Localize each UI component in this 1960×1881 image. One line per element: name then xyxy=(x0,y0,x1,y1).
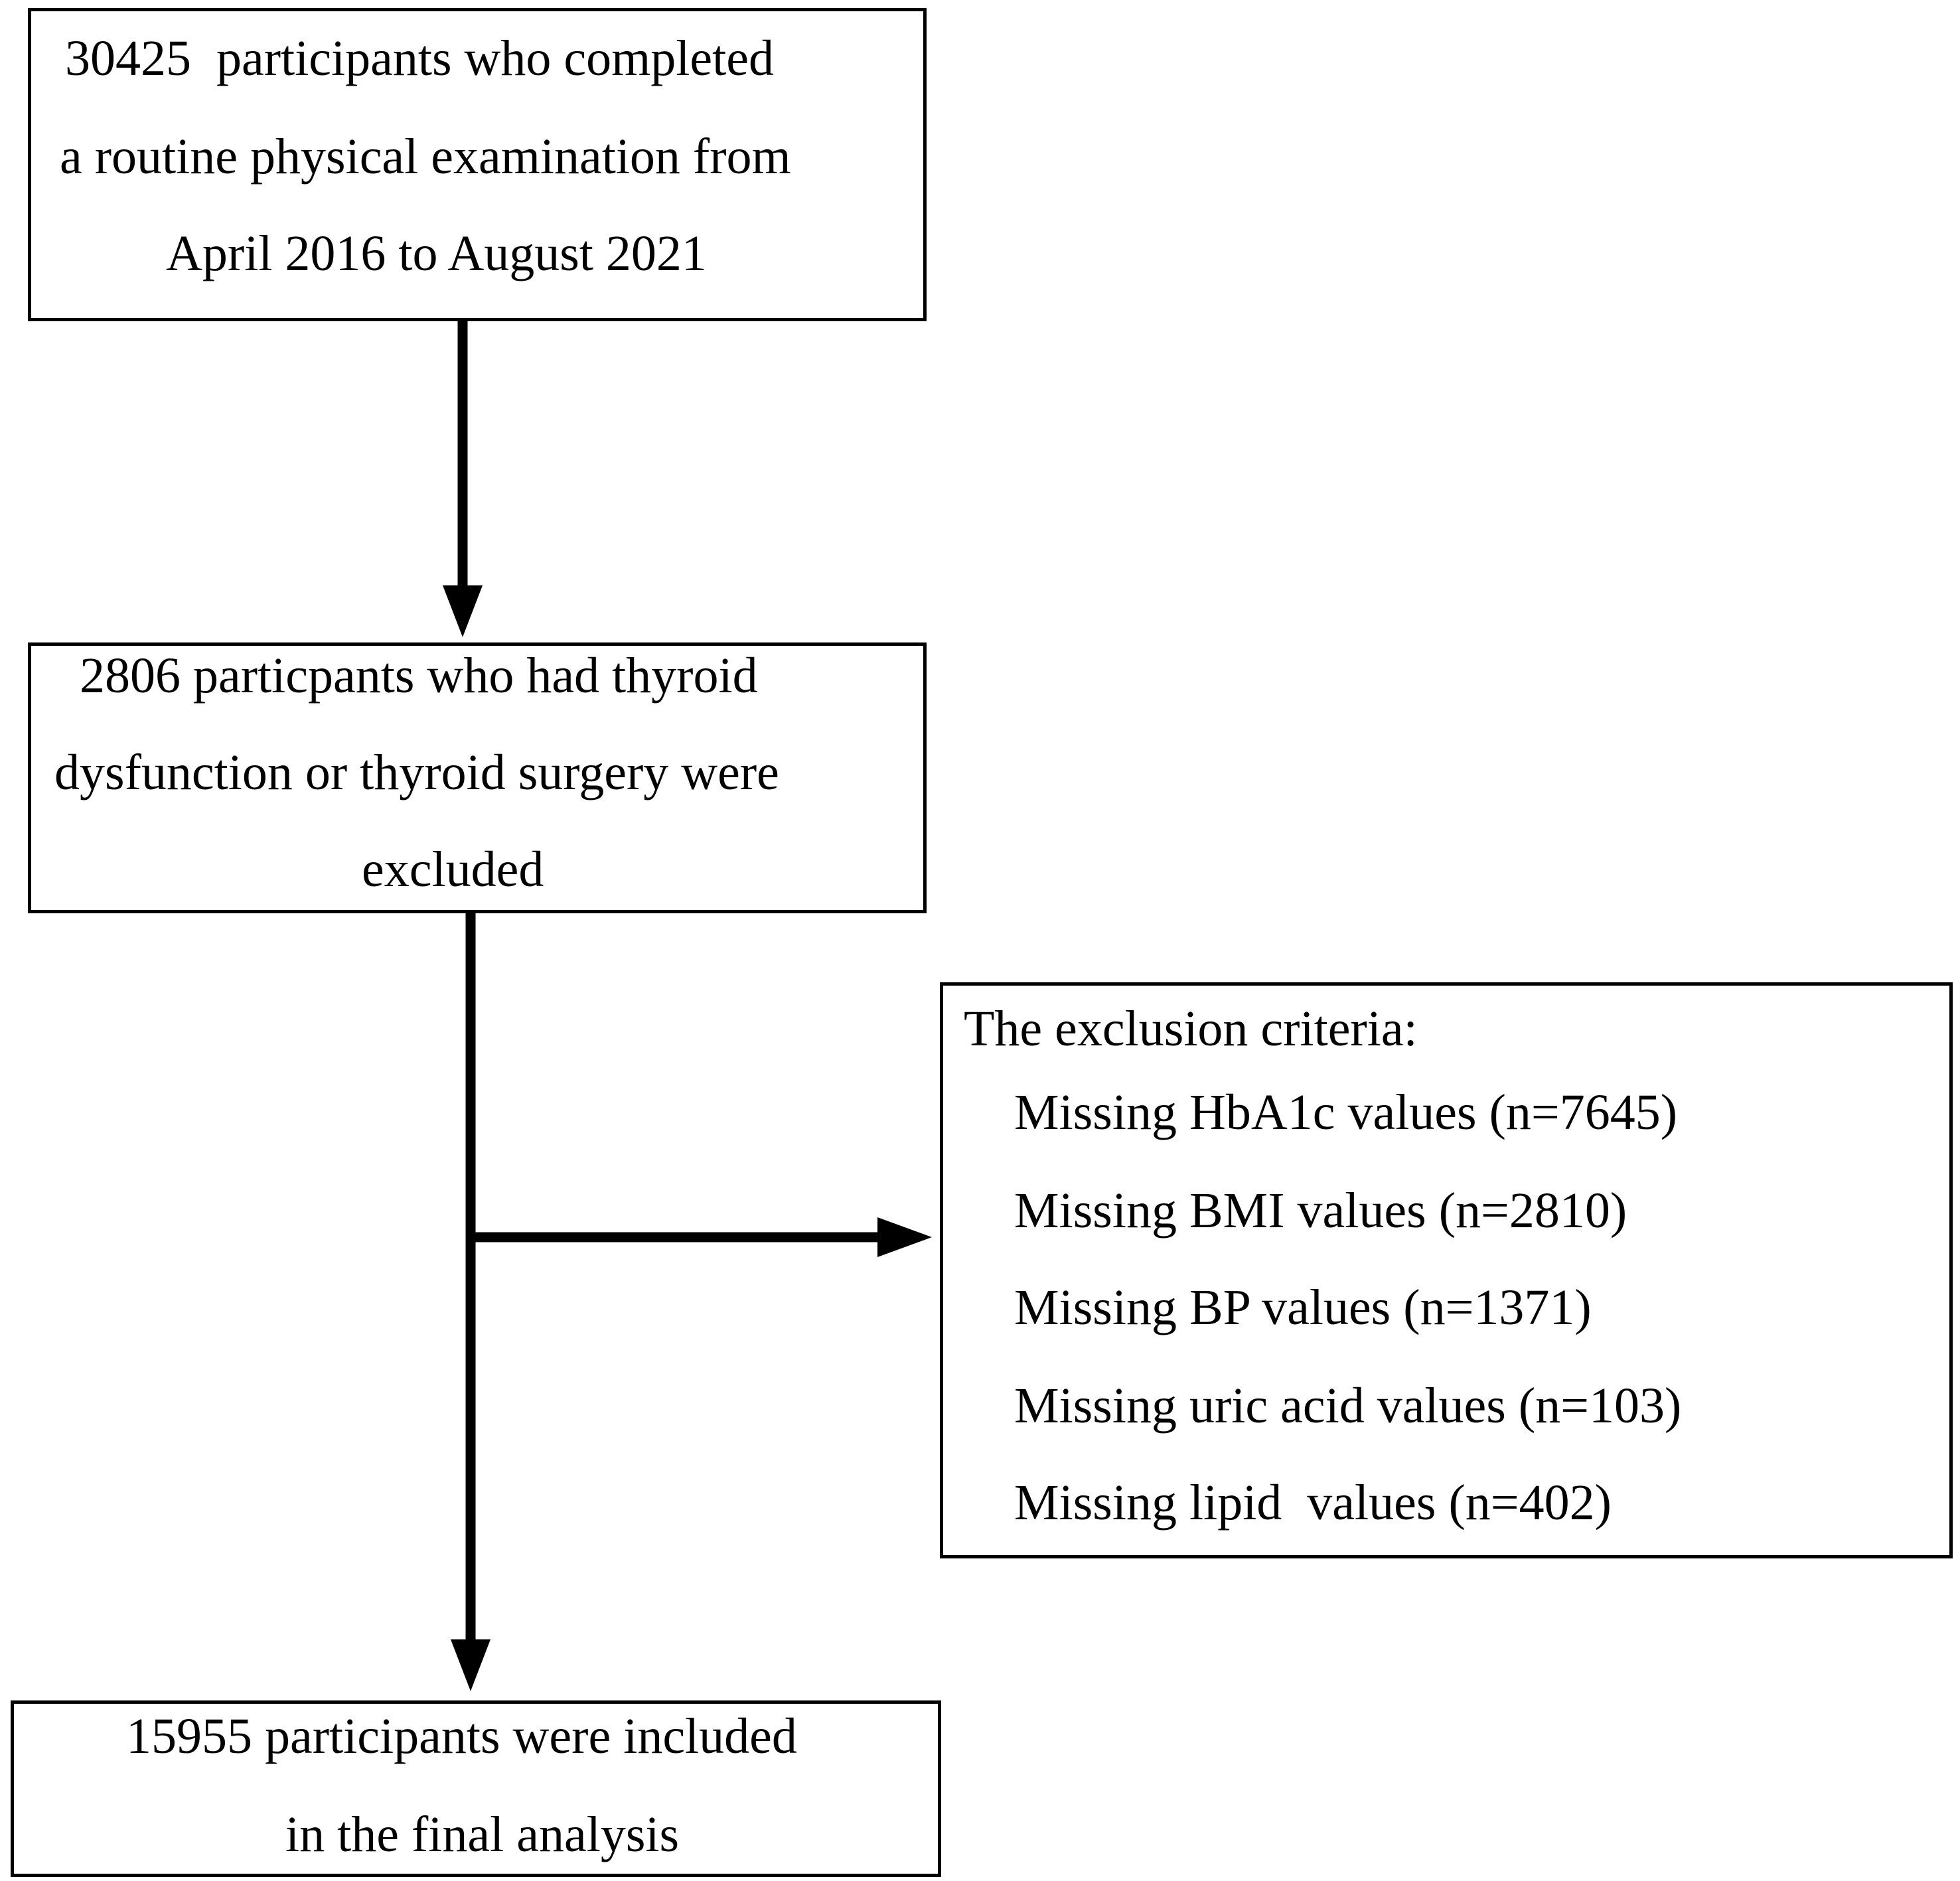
excluded-thyroid-line-1: 2806 particpants who had thyroid xyxy=(80,648,758,704)
final-analysis-line-2: in the final analysis xyxy=(285,1807,680,1862)
arrow-start-to-excluded-head xyxy=(443,585,483,637)
exclusion-criteria-item: Missing uric acid values (n=103) xyxy=(1014,1378,1682,1434)
arrow-excluded-to-final-head xyxy=(451,1639,490,1691)
start-box xyxy=(28,8,927,321)
exclusion-criteria-item: Missing HbA1c values (n=7645) xyxy=(1014,1085,1678,1140)
exclusion-criteria-item: Missing BP values (n=1371) xyxy=(1014,1280,1592,1335)
final-analysis-line-1: 15955 participants were included xyxy=(126,1708,797,1764)
start-box-line-2: a routine physical examination from xyxy=(60,129,791,185)
exclusion-criteria-item: Missing BMI values (n=2810) xyxy=(1014,1183,1627,1239)
start-box-line-3: April 2016 to August 2021 xyxy=(166,226,707,281)
exclusion-criteria-item: Missing lipid values (n=402) xyxy=(1014,1475,1612,1531)
arrow-branch-to-criteria-head xyxy=(877,1217,932,1257)
final-analysis-box xyxy=(11,1700,941,1877)
exclusion-criteria-heading: The exclusion criteria: xyxy=(964,1001,1418,1057)
excluded-thyroid-line-3: excluded xyxy=(362,842,544,897)
excluded-thyroid-box xyxy=(28,642,927,913)
exclusion-criteria-box xyxy=(940,982,1953,1558)
excluded-thyroid-line-2: dysfunction or thyroid surgery were xyxy=(54,745,779,800)
start-box-line-1: 30425 participants who completed xyxy=(65,31,774,86)
